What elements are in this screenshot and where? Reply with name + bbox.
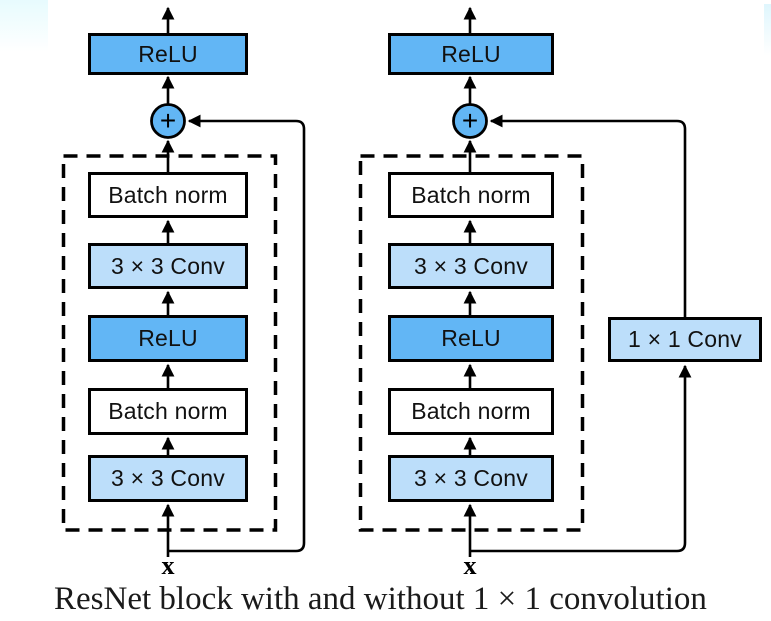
- relu-output-box-right: ReLU: [388, 33, 554, 75]
- adder-plus-right: +: [461, 105, 479, 136]
- batch-norm-box: Batch norm: [88, 388, 248, 435]
- figure-caption: ResNet block with and without 1 × 1 conv…: [54, 581, 707, 617]
- input-label-left: x: [161, 551, 175, 580]
- skip-connection-right-upper: [489, 114, 687, 317]
- batch-norm-box: Batch norm: [388, 388, 554, 435]
- adder-plus-left: +: [159, 105, 177, 136]
- batch-norm-box: Batch norm: [388, 172, 554, 218]
- input-label-right: x: [463, 551, 477, 580]
- relu-box: ReLU: [388, 315, 554, 362]
- conv-3x3-box: 3 × 3 Conv: [388, 455, 554, 502]
- conv-1x1-box: 1 × 1 Conv: [608, 317, 762, 362]
- adder-circle-left: [150, 103, 186, 139]
- dashed-boundary-left: [61, 154, 278, 532]
- conv-3x3-box: 3 × 3 Conv: [88, 243, 248, 289]
- batch-norm-box: Batch norm: [88, 172, 248, 218]
- arrows-right: [463, 6, 692, 557]
- skip-connection-left: [168, 114, 306, 553]
- arrows-left: [161, 6, 306, 557]
- skip-connection-right-lower: [470, 364, 692, 553]
- conv-3x3-box: 3 × 3 Conv: [388, 243, 554, 289]
- conv-3x3-box: 3 × 3 Conv: [88, 455, 248, 502]
- relu-box: ReLU: [88, 315, 248, 362]
- relu-output-box-left: ReLU: [88, 33, 248, 75]
- adder-circle-right: [452, 103, 488, 139]
